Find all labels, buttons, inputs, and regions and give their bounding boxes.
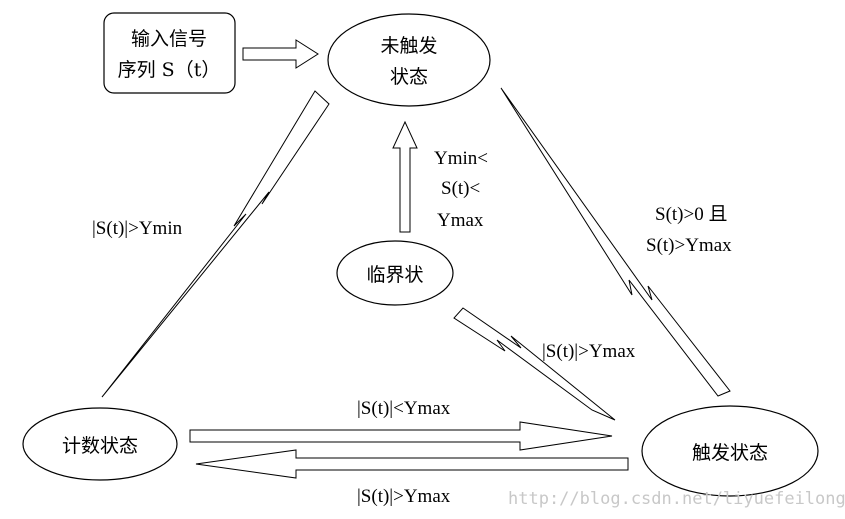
arrow-counting-to-triggered <box>189 421 613 451</box>
input-signal-box <box>103 12 236 94</box>
edge-label-critical-to-triggered: |S(t)|>Ymax <box>542 341 636 362</box>
edge-label-critical-to-untriggered-line3: Ymax <box>437 210 484 231</box>
input-signal-label-line2: 序列 S（t） <box>118 59 221 81</box>
counting-state-label: 计数状态 <box>62 435 138 457</box>
watermark-text: http://blog.csdn.net/liyuefeilong <box>508 489 845 509</box>
edge-label-untriggered-to-triggered-line1: S(t)>0 且 <box>655 204 727 225</box>
arrow-critical-to-triggered <box>453 307 616 421</box>
edge-label-counting-to-untriggered: |S(t)|>Ymin <box>92 218 183 239</box>
edge-label-triggered-to-counting: |S(t)|>Ymax <box>357 486 451 507</box>
triggered-state-node <box>641 405 819 497</box>
untriggered-state-label-line2: 状态 <box>390 66 428 88</box>
counting-state-node <box>22 407 178 481</box>
triggered-state-label: 触发状态 <box>692 442 768 464</box>
input-signal-label-line1: 输入信号 <box>131 28 207 50</box>
untriggered-state-node <box>327 13 491 107</box>
untriggered-state-label-line1: 未触发 <box>380 35 437 57</box>
arrow-triggered-to-counting <box>195 449 629 479</box>
edge-label-counting-to-triggered: |S(t)|<Ymax <box>357 398 451 419</box>
edge-label-critical-to-untriggered-line2: S(t)< <box>441 178 480 199</box>
arrow-untriggered-to-triggered <box>500 87 731 397</box>
critical-state-label: 临界状 <box>366 264 423 286</box>
arrow-counting-to-untriggered <box>101 90 330 398</box>
edge-label-critical-to-untriggered-line1: Ymin< <box>434 148 488 169</box>
critical-state-node <box>336 240 454 306</box>
arrow-input-to-untriggered <box>242 39 319 69</box>
arrow-critical-to-untriggered <box>392 120 418 233</box>
edge-label-untriggered-to-triggered-line2: S(t)>Ymax <box>646 235 732 256</box>
